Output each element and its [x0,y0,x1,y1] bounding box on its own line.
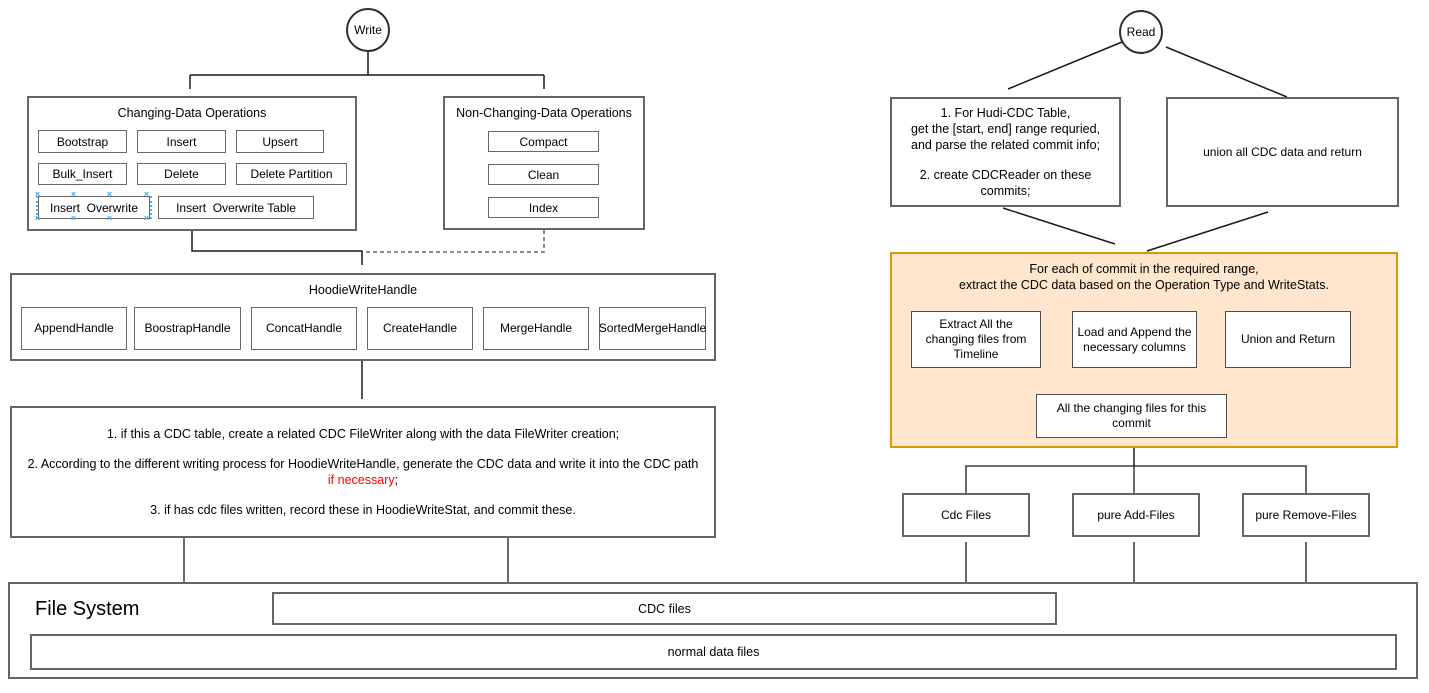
hoodie-write-handle-title: HoodieWriteHandle [308,283,418,297]
selection-handle-icon[interactable]: × [34,189,41,199]
edge-group-to-union[interactable] [1146,211,1269,252]
step-3: 3. if has cdc files written, record thes… [150,503,576,517]
cdc-files-source-box[interactable]: Cdc Files [902,493,1030,537]
handle-sorted-merge[interactable]: SortedMergeHandle [599,307,706,350]
edge-sources-join[interactable] [965,465,1307,493]
edge-changing-to-handle[interactable] [191,231,363,265]
edge-read-to-prepare[interactable] [1007,41,1123,90]
step-1: 1. if this a CDC table, create a related… [106,427,620,441]
hoodie-write-handle-box[interactable]: HoodieWriteHandle [10,273,716,361]
op-insert-overwrite-label: Insert Overwrite [49,200,139,215]
handle-boostrap[interactable]: BoostrapHandle [134,307,241,350]
op-index[interactable]: Index [488,197,599,218]
handle-append[interactable]: AppendHandle [21,307,127,350]
selection-edge-right [150,196,152,219]
op-compact[interactable]: Compact [488,131,599,152]
normal-data-files-bar[interactable]: normal data files [30,634,1397,670]
selection-handle-icon[interactable]: × [106,189,113,199]
pure-add-files-box[interactable]: pure Add-Files [1072,493,1200,537]
per-commit-extract-title: For each of commit in the required range… [959,262,1329,292]
read-prepare-box[interactable]: 1. For Hudi-CDC Table, get the [start, e… [890,97,1121,207]
op-delete[interactable]: Delete [137,163,226,185]
selection-handle-icon[interactable]: × [70,189,77,199]
handle-merge[interactable]: MergeHandle [483,307,589,350]
op-bootstrap[interactable]: Bootstrap [38,130,127,153]
non-changing-data-operations-title: Non-Changing-Data Operations [456,106,632,120]
selection-handle-icon[interactable]: × [34,213,41,223]
selection-handle-icon[interactable]: × [106,213,113,223]
selection-handle-icon[interactable]: × [70,213,77,223]
load-append-columns-box[interactable]: Load and Append the necessary columns [1072,311,1197,368]
union-all-cdc-box[interactable]: union all CDC data and return [1166,97,1399,207]
extract-changing-files-box[interactable]: Extract All the changing files from Time… [911,311,1041,368]
edge-prepare-to-group[interactable] [1002,207,1116,245]
selection-edge-left [36,196,38,219]
if-necessary-highlight: if necessary [327,473,395,487]
op-delete-partition[interactable]: Delete Partition [236,163,347,185]
op-clean[interactable]: Clean [488,164,599,185]
read-entry-node[interactable]: Read [1119,10,1163,54]
pure-remove-files-box[interactable]: pure Remove-Files [1242,493,1370,537]
handle-create[interactable]: CreateHandle [367,307,473,350]
selection-handle-icon[interactable]: × [143,189,150,199]
changing-data-operations-title: Changing-Data Operations [117,106,267,120]
op-insert-overwrite-selected[interactable]: Insert Overwrite × × × × × × × × [35,190,152,223]
edge-union-to-read[interactable] [1165,46,1288,98]
op-insert[interactable]: Insert [137,130,226,153]
op-insert-overwrite-table[interactable]: Insert Overwrite Table [158,196,314,219]
selection-handle-icon[interactable]: × [143,213,150,223]
edge-nonchanging-dashed[interactable] [366,230,545,253]
all-changing-files-box[interactable]: All the changing files for this commit [1036,394,1227,438]
cdc-files-bar[interactable]: CDC files [272,592,1057,625]
cdc-write-steps-box[interactable]: 1. if this a CDC table, create a related… [10,406,716,538]
file-system-title: File System [35,598,140,620]
write-entry-node[interactable]: Write [346,8,390,52]
op-bulk-insert[interactable]: Bulk_Insert [38,163,127,185]
union-and-return-box[interactable]: Union and Return [1225,311,1351,368]
step-2: 2. According to the different writing pr… [27,457,699,487]
handle-concat[interactable]: ConcatHandle [251,307,357,350]
op-upsert[interactable]: Upsert [236,130,324,153]
